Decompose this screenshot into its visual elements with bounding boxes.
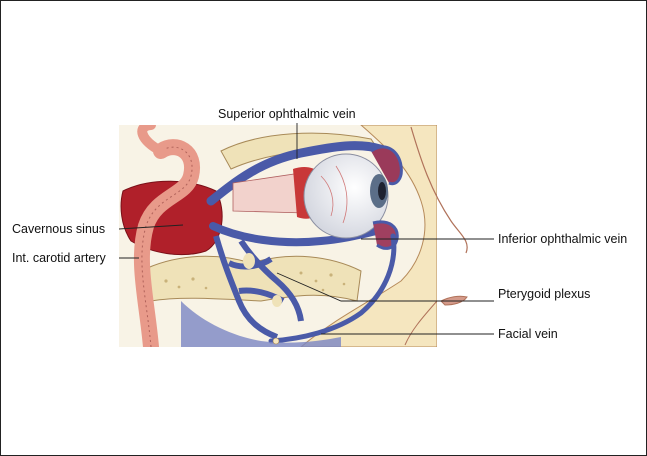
label-int-carotid-artery: Int. carotid artery xyxy=(12,251,106,265)
label-inferior-ophthalmic-vein: Inferior ophthalmic vein xyxy=(498,232,627,246)
pupil xyxy=(378,182,386,200)
label-facial-vein: Facial vein xyxy=(498,327,558,341)
label-superior-ophthalmic-vein: Superior ophthalmic vein xyxy=(218,107,356,121)
label-pterygoid-plexus: Pterygoid plexus xyxy=(498,287,590,301)
label-cavernous-sinus: Cavernous sinus xyxy=(12,222,105,236)
